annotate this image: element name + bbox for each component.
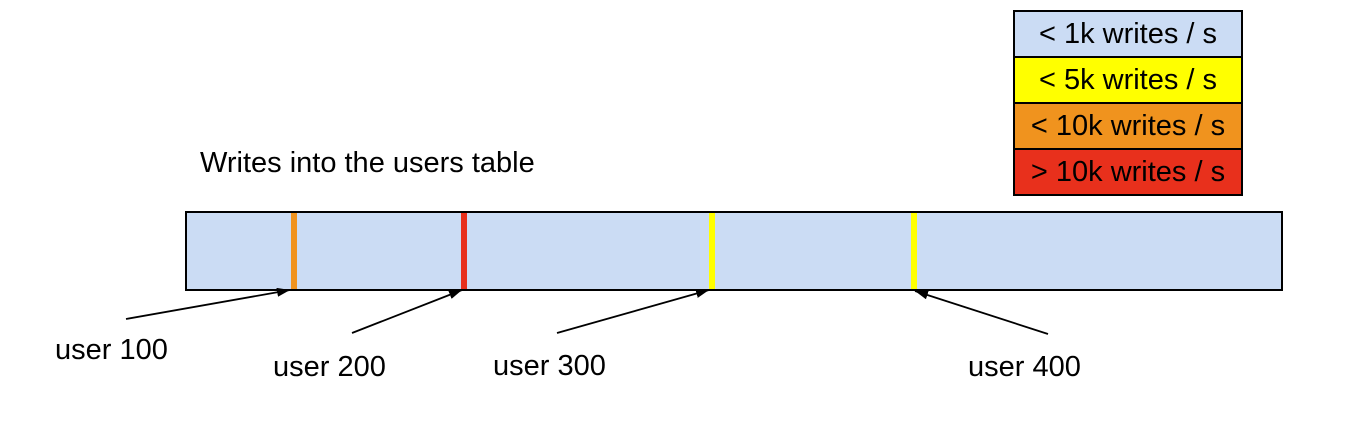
hotspot-marker — [461, 213, 467, 289]
user-label: user 300 — [493, 350, 606, 382]
legend-item: < 10k writes / s — [1015, 104, 1241, 150]
user-label: user 200 — [273, 351, 386, 383]
legend-item-label: < 1k writes / s — [1038, 17, 1218, 50]
label-arrow — [125, 287, 291, 320]
hotspot-marker — [709, 213, 715, 289]
users-table-bar — [185, 211, 1283, 291]
user-label: user 100 — [55, 334, 168, 366]
hotspot-marker — [911, 213, 917, 289]
user-label: user 400 — [968, 351, 1081, 383]
hotspot-marker — [291, 213, 297, 289]
legend-item-label: > 10k writes / s — [1030, 155, 1226, 188]
legend-item-label: < 10k writes / s — [1030, 109, 1226, 142]
legend-item: > 10k writes / s — [1015, 150, 1241, 194]
diagram-title: Writes into the users table — [200, 147, 535, 179]
legend-item: < 5k writes / s — [1015, 58, 1241, 104]
legend-item-label: < 5k writes / s — [1038, 63, 1218, 96]
legend: < 1k writes / s < 5k writes / s < 10k writ… — [1013, 10, 1243, 196]
label-arrow — [351, 289, 463, 334]
label-arrow — [914, 290, 1049, 335]
label-arrow — [556, 289, 710, 334]
legend-item: < 1k writes / s — [1015, 12, 1241, 58]
